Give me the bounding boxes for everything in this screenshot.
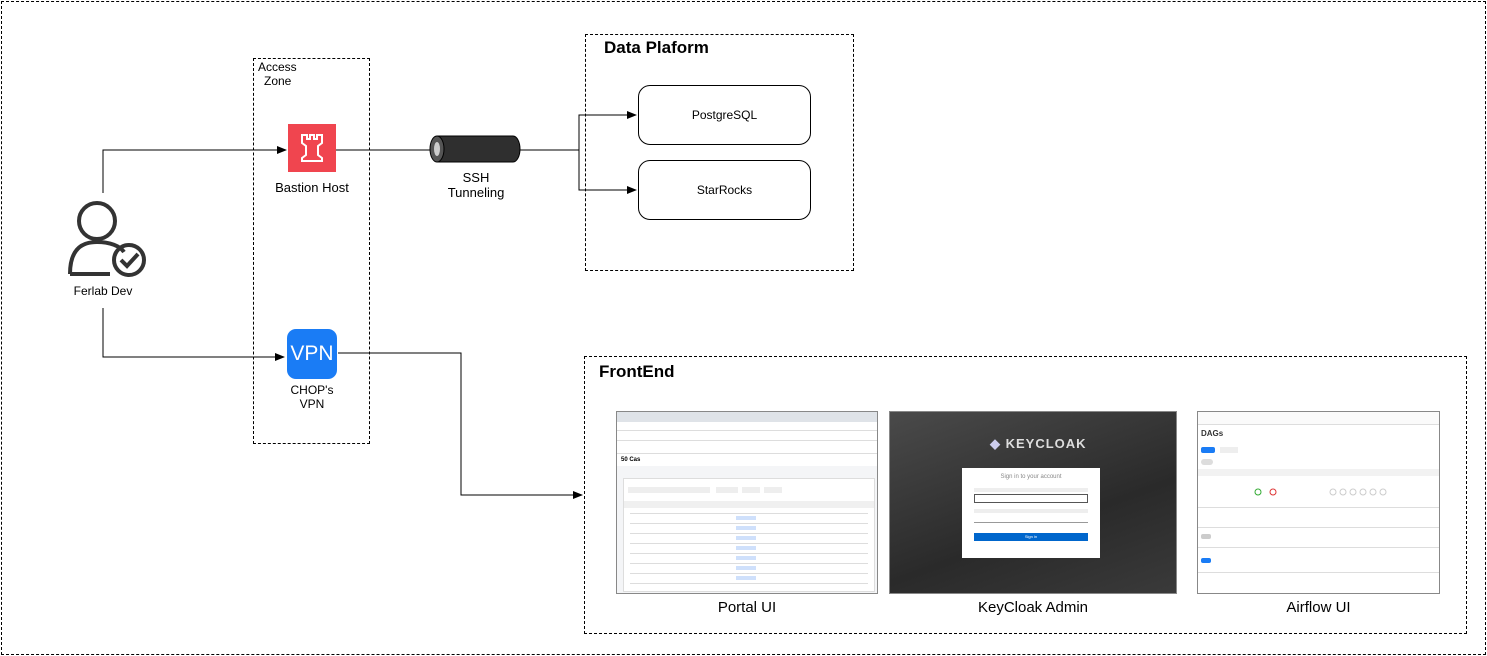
tunnel-label-line1: SSH	[462, 170, 490, 185]
access-zone	[253, 58, 370, 444]
portal-page-title: 50 Cas	[617, 454, 877, 466]
vpn-label: CHOP's VPN	[272, 383, 352, 411]
postgresql-node: PostgreSQL	[638, 85, 811, 145]
edge-vpn-frontend	[338, 352, 583, 499]
ssh-tunnel-icon	[429, 135, 521, 163]
keycloak-admin-label: KeyCloak Admin	[977, 599, 1089, 616]
keycloak-signin-title: Sign in to your account	[1000, 474, 1062, 480]
keycloak-password-input	[974, 515, 1088, 523]
airflow-page-title: DAGs	[1201, 429, 1224, 438]
starrocks-node: StarRocks	[638, 160, 811, 220]
bastion-host-icon	[288, 124, 336, 172]
airflow-ui-screenshot: DAGs	[1197, 411, 1440, 594]
airflow-ui-label: Airflow UI	[1286, 599, 1351, 616]
edge-tunnel-starrocks	[578, 150, 637, 194]
access-zone-title-line2: Zone	[264, 74, 292, 88]
keycloak-brand: ◆ KEYCLOAK	[990, 436, 1087, 451]
frontend-group	[584, 356, 1467, 634]
portal-ui-label: Portal UI	[717, 599, 777, 616]
vpn-label-line2: VPN	[299, 397, 325, 411]
keycloak-login-card: Sign in to your account Sign in	[962, 468, 1100, 558]
data-platform-title: Data Plaform	[604, 38, 709, 57]
portal-ui-screenshot: 50 Cas	[616, 411, 878, 594]
edge-user-vpn	[102, 308, 285, 361]
vpn-label-line1: CHOP's	[290, 383, 334, 397]
keycloak-username-input	[974, 494, 1088, 503]
rook-icon	[301, 134, 323, 162]
keycloak-admin-screenshot: ◆ KEYCLOAK Sign in to your account Sign …	[889, 411, 1177, 594]
bastion-host-label: Bastion Host	[275, 180, 349, 195]
keycloak-logo-icon: ◆	[990, 436, 1006, 451]
vpn-icon: VPN	[287, 329, 337, 379]
keycloak-signin-button: Sign in	[974, 533, 1088, 541]
edge-tunnel-postgres	[520, 111, 637, 151]
vpn-icon-text: VPN	[290, 342, 334, 365]
user-icon	[68, 201, 146, 277]
tunnel-label: SSH Tunneling	[426, 170, 526, 200]
access-zone-title: Access Zone	[258, 60, 308, 88]
edge-user-bastion	[102, 146, 287, 193]
user-label: Ferlab Dev	[73, 284, 133, 298]
tunnel-label-line2: Tunneling	[447, 185, 505, 200]
data-platform-group	[585, 34, 854, 271]
access-zone-title-line1: Access	[258, 60, 297, 74]
frontend-title: FrontEnd	[599, 362, 675, 381]
